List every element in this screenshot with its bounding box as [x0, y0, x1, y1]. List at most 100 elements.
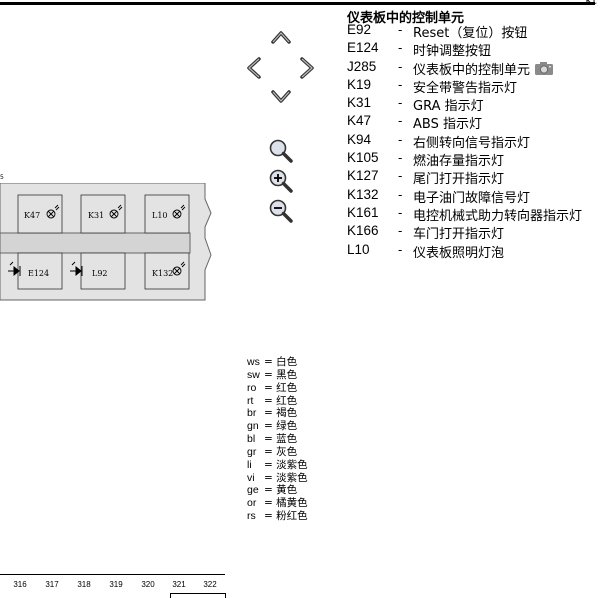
- color-abbr: or: [247, 497, 257, 510]
- legend-dash: -: [398, 95, 403, 111]
- color-abbr: sw: [247, 368, 260, 381]
- legend-code: K31: [347, 95, 372, 111]
- zoom-out-icon[interactable]: [268, 198, 294, 224]
- color-name: 黄色: [276, 484, 298, 497]
- legend-dash: -: [398, 131, 403, 147]
- arrow-right-icon[interactable]: [298, 56, 316, 80]
- color-name: 橘黄色: [276, 497, 308, 510]
- lamp-symbol: [46, 204, 60, 219]
- legend-desc: 电子油门故障信号灯: [413, 190, 531, 206]
- sheet-code: 5: [0, 174, 4, 181]
- color-name: 红色: [276, 381, 298, 394]
- legend-dash: -: [398, 204, 403, 220]
- legend-dash: -: [398, 40, 403, 56]
- color-entry: gn= 绿色: [247, 420, 298, 433]
- legend-desc: 仪表板中的控制单元: [413, 62, 531, 78]
- legend-dash: -: [398, 241, 403, 257]
- lamp-symbol: [172, 261, 186, 276]
- camera-icon[interactable]: [534, 61, 554, 76]
- color-abbr: br: [247, 407, 257, 420]
- color-abbr: li: [247, 458, 252, 471]
- legend-code: E124: [347, 40, 379, 56]
- arrow-up-icon[interactable]: [270, 29, 292, 45]
- zoom-icon[interactable]: [268, 138, 294, 164]
- color-entry: rt= 红色: [247, 394, 298, 407]
- legend-code: K127: [347, 168, 379, 184]
- ruler-number: 319: [109, 580, 123, 589]
- color-name: 红色: [276, 394, 298, 407]
- legend-dash: -: [398, 186, 403, 202]
- legend-code: K161: [347, 204, 379, 220]
- ruler-tab: [170, 593, 226, 598]
- legend-desc: 尾门打开指示灯: [413, 172, 505, 188]
- legend-title: 仪表板中的控制单元: [347, 11, 465, 26]
- ruler-line: [0, 574, 225, 575]
- color-abbr: ro: [247, 381, 257, 394]
- color-entry: bl= 蓝色: [247, 433, 298, 446]
- legend-code: K166: [347, 223, 379, 239]
- lamp-symbol: [172, 204, 186, 219]
- color-entry: vi= 淡紫色: [247, 471, 308, 484]
- color-name: 蓝色: [276, 433, 298, 446]
- color-abbr: rs: [247, 510, 256, 523]
- color-name: 粉红色: [276, 510, 308, 523]
- component-label: E124: [28, 269, 49, 278]
- legend-desc: 安全带警告指示灯: [413, 80, 518, 96]
- color-abbr: gn: [247, 420, 259, 433]
- color-name: 绿色: [276, 420, 298, 433]
- color-entry: li= 淡紫色: [247, 458, 308, 471]
- legend-code: K47: [347, 113, 372, 129]
- page-ruler: 316 317 318 319 320 321 322: [0, 574, 226, 598]
- ruler-number: 320: [141, 580, 155, 589]
- zoom-in-icon[interactable]: [268, 168, 294, 194]
- color-name: 淡紫色: [276, 471, 308, 484]
- legend-dash: -: [398, 223, 403, 239]
- color-abbr: bl: [247, 433, 256, 446]
- ruler-number: 316: [13, 580, 27, 589]
- arrow-down-icon[interactable]: [270, 89, 292, 105]
- component-label: L10: [152, 211, 168, 220]
- arrow-left-icon[interactable]: [245, 56, 263, 80]
- legend-code: K19: [347, 76, 372, 92]
- legend-desc: 电控机械式助力转向器指示灯: [413, 208, 583, 224]
- legend-dash: -: [398, 22, 403, 37]
- corner-tag: Kt: [585, 0, 597, 7]
- legend-desc: 燃油存量指示灯: [413, 154, 505, 170]
- color-entry: or= 橘黄色: [247, 497, 308, 510]
- legend-dash: -: [398, 76, 403, 92]
- legend-code: J285: [347, 58, 377, 74]
- legend-desc: 车门打开指示灯: [413, 227, 505, 243]
- ruler-number: 322: [203, 580, 217, 589]
- legend-desc: GRA 指示灯: [413, 99, 484, 115]
- color-name: 黑色: [276, 368, 298, 381]
- color-name: 褐色: [276, 407, 298, 420]
- legend-desc: 仪表板照明灯泡: [413, 245, 505, 261]
- switch-symbol: [70, 261, 83, 277]
- component-label: L92: [92, 269, 108, 278]
- legend-code: K94: [347, 131, 372, 147]
- color-name: 淡紫色: [276, 458, 308, 471]
- legend-code: E92: [347, 22, 372, 37]
- wire-color-key: ws= 白色 sw= 黑色 ro= 红色 rt= 红色 br= 褐色 gn= 绿…: [247, 356, 308, 523]
- wiring-diagram[interactable]: K47 K31 L10 E124 L92 K132: [0, 183, 212, 301]
- ruler-number: 321: [172, 580, 186, 589]
- color-abbr: vi: [247, 471, 255, 484]
- color-entry: rs= 粉红色: [247, 510, 308, 523]
- color-entry: br= 褐色: [247, 407, 298, 420]
- component-label: K31: [88, 211, 104, 220]
- color-entry: ro= 红色: [247, 381, 298, 394]
- color-entry: sw= 黑色: [247, 368, 298, 381]
- top-border-line: [0, 2, 595, 5]
- color-entry: ge= 黄色: [247, 484, 298, 497]
- color-abbr: rt: [247, 394, 254, 407]
- color-abbr: gr: [247, 445, 257, 458]
- component-label: K132: [152, 269, 173, 278]
- lamp-symbol: [109, 204, 123, 219]
- legend-code: K105: [347, 150, 379, 166]
- ruler-number: 317: [45, 580, 59, 589]
- legend-desc: 右侧转向信号指示灯: [413, 135, 531, 151]
- component-label: K47: [24, 211, 40, 220]
- switch-symbol: [8, 261, 21, 277]
- legend-dash: -: [398, 168, 403, 184]
- color-name: 白色: [276, 356, 298, 368]
